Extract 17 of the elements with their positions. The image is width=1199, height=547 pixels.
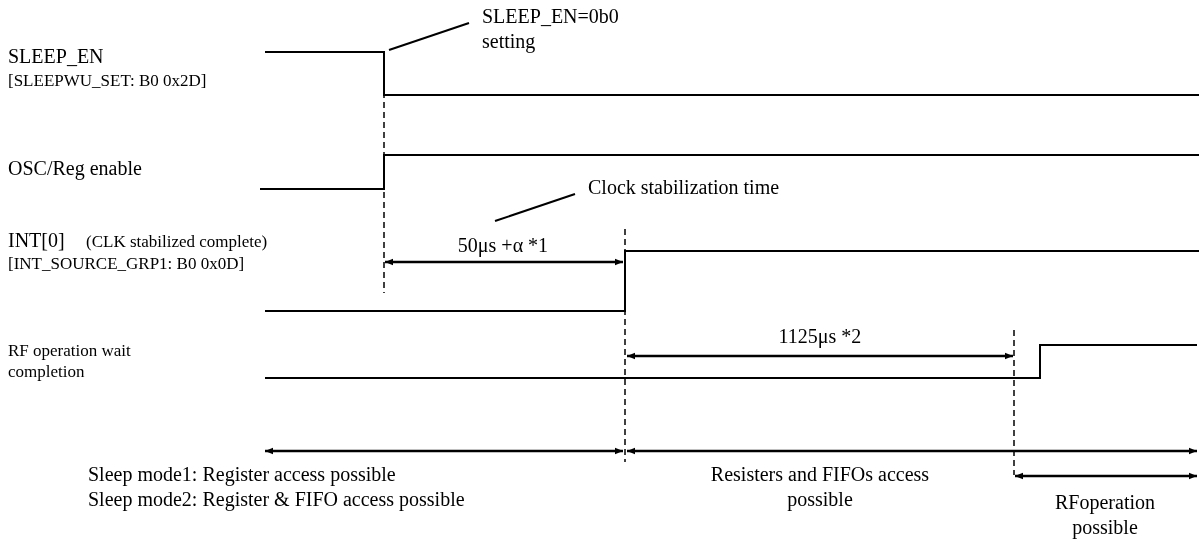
signal-label: [INT_SOURCE_GRP1: B0 0x0D] [8,254,245,273]
signal-label: Sleep mode1: Register access possible [88,463,396,485]
signal-label: [SLEEPWU_SET: B0 0x2D] [8,71,207,90]
signal-label: RFoperation possible [1055,491,1155,538]
signal-label: INT[0] [8,229,65,251]
signal-label: Resisters and FIFOs access possible [710,463,930,510]
leader-line [494,193,576,222]
dimension-label: 1125μs *2 [778,325,862,347]
annotation-text: Clock stabilization time [588,175,888,200]
signal-label: OSC/Reg enable [8,157,142,179]
signal-label: RF operation wait completion [8,341,131,382]
annotation-text: SLEEP_EN=0b0 setting [482,4,632,54]
leader-line [388,22,470,51]
signal-label: Sleep mode2: Register & FIFO access possible [88,488,465,510]
dimension-label: 50μs +α *1 [457,234,549,256]
signal-label: SLEEP_EN [8,45,104,67]
signal-label: (CLK stabilized complete) [86,232,268,251]
